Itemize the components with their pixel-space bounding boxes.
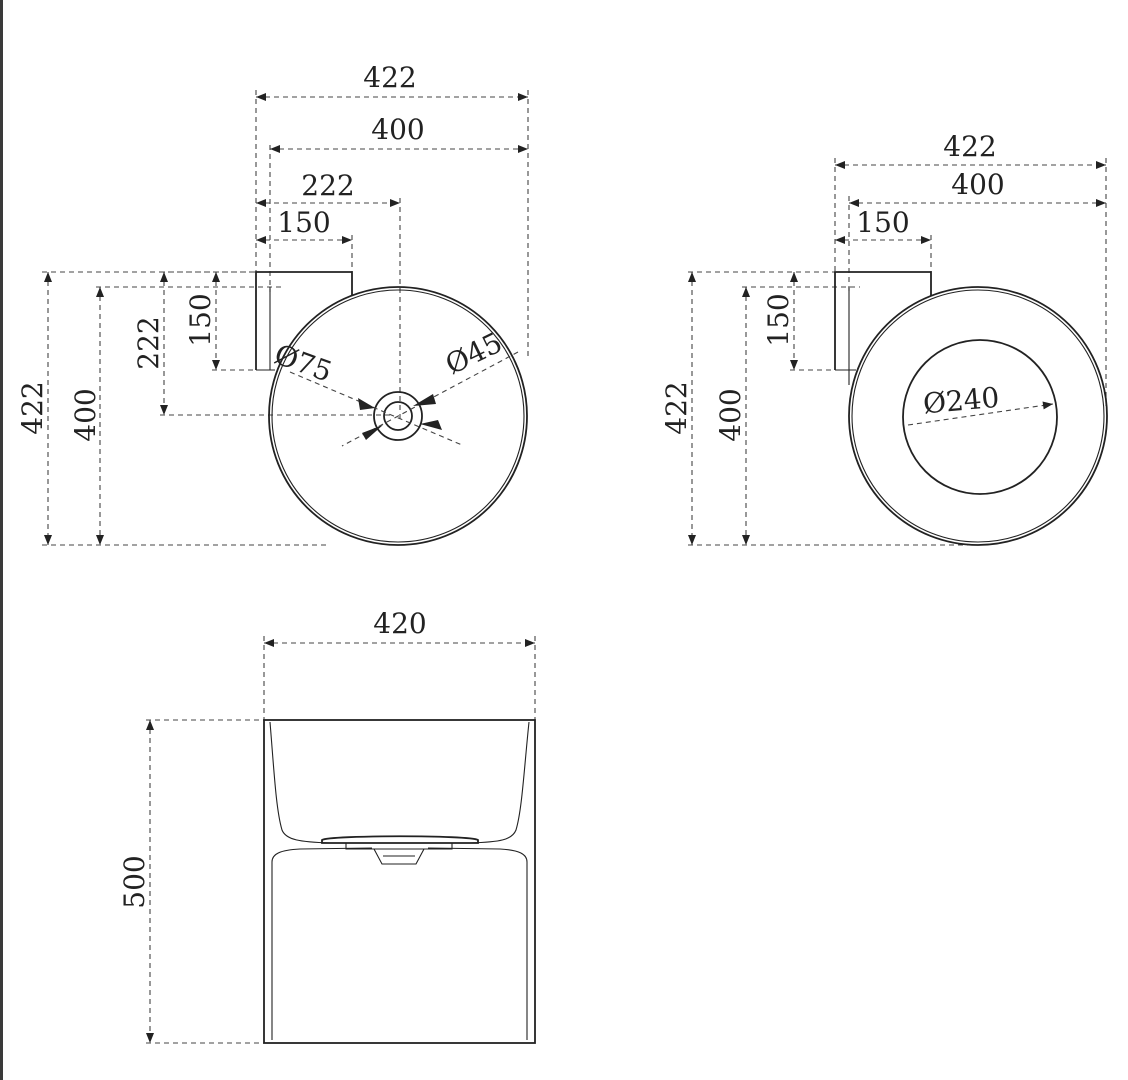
label-front-width: 420 bbox=[373, 607, 426, 640]
front-view: 420 500 bbox=[118, 607, 536, 1044]
label-diameter-75: Ø75 bbox=[270, 338, 336, 389]
top-view-right: 422 400 150 422 400 150 Ø240 bbox=[660, 130, 1108, 546]
label-front-height: 500 bbox=[118, 855, 151, 908]
leader-dia-75 bbox=[289, 371, 463, 446]
mount-bracket bbox=[255, 271, 353, 370]
label-mount-depth: 150 bbox=[184, 293, 217, 346]
drain-cap bbox=[321, 835, 479, 844]
label-body-depth: 400 bbox=[69, 388, 102, 441]
label-drain-offset: 222 bbox=[301, 169, 354, 202]
left-edge-bar bbox=[0, 0, 3, 1080]
label-overall-width: 422 bbox=[363, 61, 416, 94]
bowl-opening bbox=[902, 339, 1058, 495]
label-drain-depth: 222 bbox=[132, 316, 165, 369]
top-view-left: 422 400 222 150 422 400 222 150 bbox=[16, 61, 529, 546]
drain-inner bbox=[383, 401, 413, 431]
drain-outer bbox=[373, 391, 423, 441]
label-mount-depth-r: 150 bbox=[762, 293, 795, 346]
bowl-profile bbox=[269, 721, 530, 844]
label-overall-width-r: 422 bbox=[943, 130, 996, 163]
mount-bracket-r bbox=[834, 271, 932, 370]
label-body-depth-r: 400 bbox=[714, 388, 747, 441]
label-overall-depth-r: 422 bbox=[660, 381, 693, 434]
leader-dia-240 bbox=[907, 401, 1054, 426]
label-body-width: 400 bbox=[371, 113, 424, 146]
label-diameter-240: Ø240 bbox=[922, 381, 1001, 421]
pedestal-body bbox=[263, 719, 536, 1044]
label-mount-width-r: 150 bbox=[856, 206, 909, 239]
label-overall-depth: 422 bbox=[16, 381, 49, 434]
basin-outline bbox=[268, 286, 528, 546]
basin-outline-r bbox=[848, 286, 1108, 546]
label-mount-width: 150 bbox=[277, 206, 330, 239]
label-body-width-r: 400 bbox=[951, 168, 1004, 201]
